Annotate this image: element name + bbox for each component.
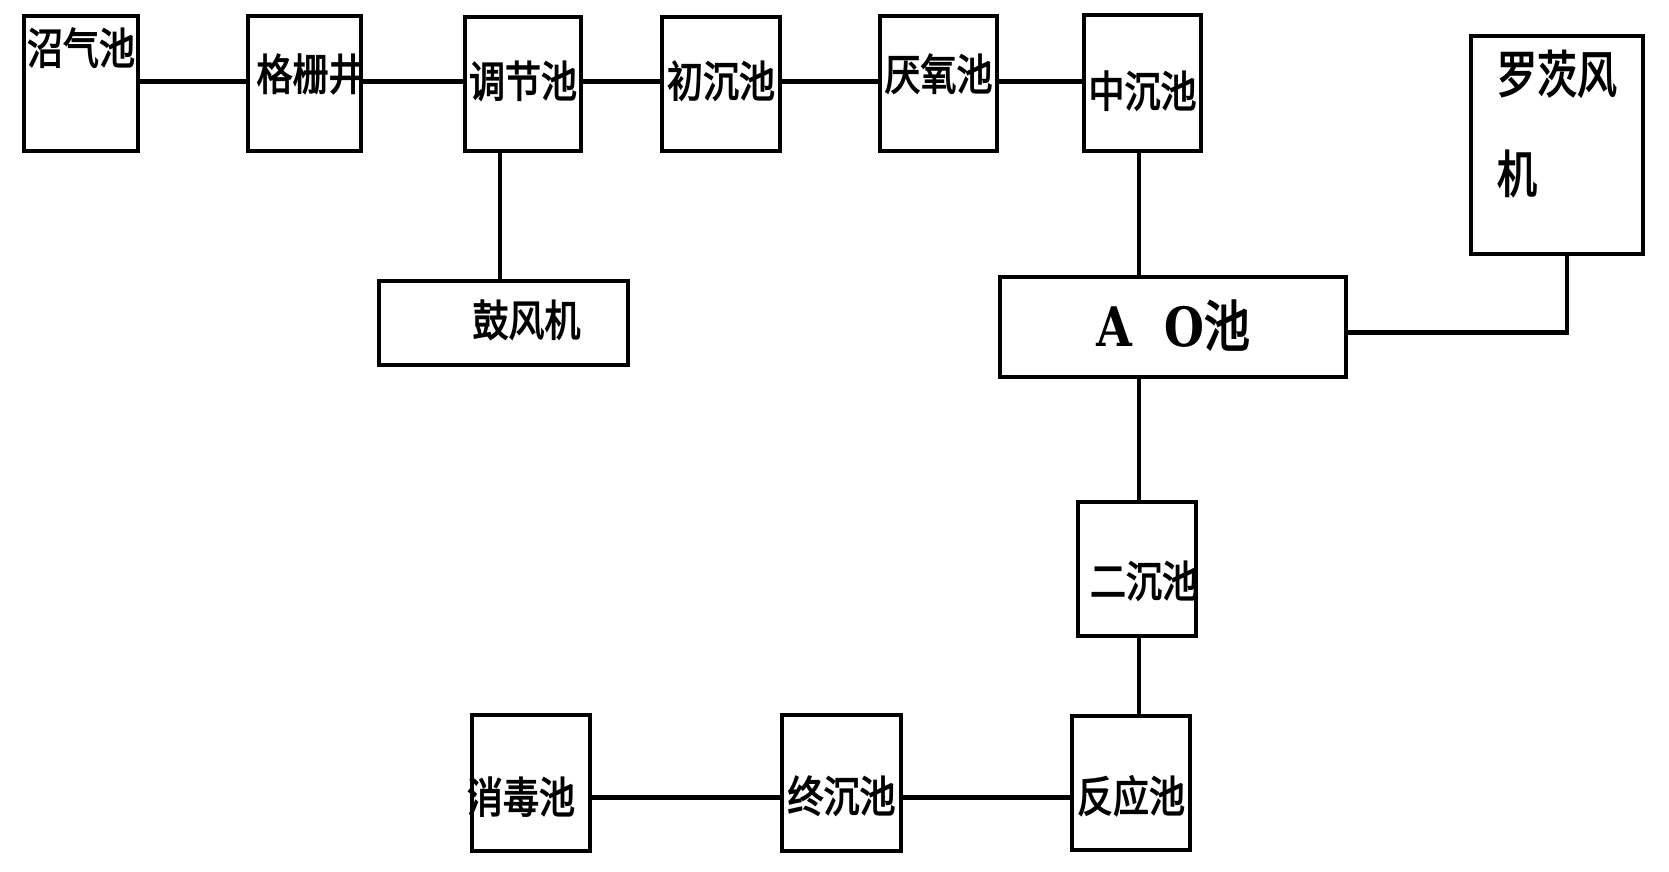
edge-regulating-to-primary-sed — [583, 79, 660, 84]
node-middle-sedimentation-pool: 中沉池 — [1082, 13, 1203, 153]
node-screen-well: 格栅井 — [246, 14, 365, 153]
edge-final-sed-to-reaction — [903, 795, 1070, 800]
node-biogas-pool-label: 沼气池 — [26, 25, 135, 75]
edge-regulating-to-blower — [498, 153, 502, 279]
node-biogas-pool: 沼气池 — [22, 14, 140, 153]
edge-biogas-to-screen-well — [140, 79, 246, 84]
node-primary-sedimentation-pool: 初沉池 — [660, 15, 782, 153]
edge-ao-pool-to-secondary-sed — [1137, 379, 1141, 500]
node-secondary-sedimentation-pool: 二沉池 — [1076, 500, 1198, 638]
node-roots-blower-label: 罗茨风机 — [1497, 46, 1617, 205]
edge-ao-pool-to-roots-blower-vertical — [1565, 256, 1569, 335]
edge-middle-sed-to-ao-pool — [1137, 153, 1141, 275]
node-ao-pool: A O池 — [998, 275, 1348, 379]
node-primary-sedimentation-pool-label: 初沉池 — [666, 58, 775, 108]
node-regulating-pool: 调节池 — [463, 15, 583, 153]
node-final-sedimentation-pool-label: 终沉池 — [787, 773, 896, 823]
node-middle-sedimentation-pool-label: 中沉池 — [1088, 68, 1197, 118]
node-regulating-pool-label: 调节池 — [468, 58, 577, 108]
edge-screen-well-to-regulating — [363, 79, 463, 84]
node-anaerobic-pool: 厌氧池 — [878, 14, 999, 153]
node-disinfection-pool-label: 消毒池 — [467, 774, 576, 824]
node-final-sedimentation-pool: 终沉池 — [780, 713, 903, 853]
edge-ao-pool-to-roots-blower-horizontal — [1348, 330, 1569, 335]
node-secondary-sedimentation-pool-label: 二沉池 — [1090, 558, 1199, 608]
node-disinfection-pool: 消毒池 — [467, 713, 592, 853]
node-reaction-pool: 反应池 — [1070, 714, 1192, 852]
node-anaerobic-pool-label: 厌氧池 — [884, 50, 993, 101]
edge-secondary-sed-to-reaction — [1137, 638, 1141, 714]
node-reaction-pool-label: 反应池 — [1076, 773, 1185, 823]
node-screen-well-label: 格栅井 — [256, 50, 365, 101]
edge-anaerobic-to-middle-sed — [999, 79, 1082, 84]
node-roots-blower: 罗茨风机 — [1469, 34, 1645, 256]
edge-disinfection-to-final-sed — [592, 795, 780, 800]
node-ao-pool-label: A O池 — [1096, 294, 1250, 359]
node-blower: 鼓风机 — [377, 279, 630, 367]
node-blower-label: 鼓风机 — [472, 297, 581, 347]
edge-primary-sed-to-anaerobic — [782, 79, 878, 84]
